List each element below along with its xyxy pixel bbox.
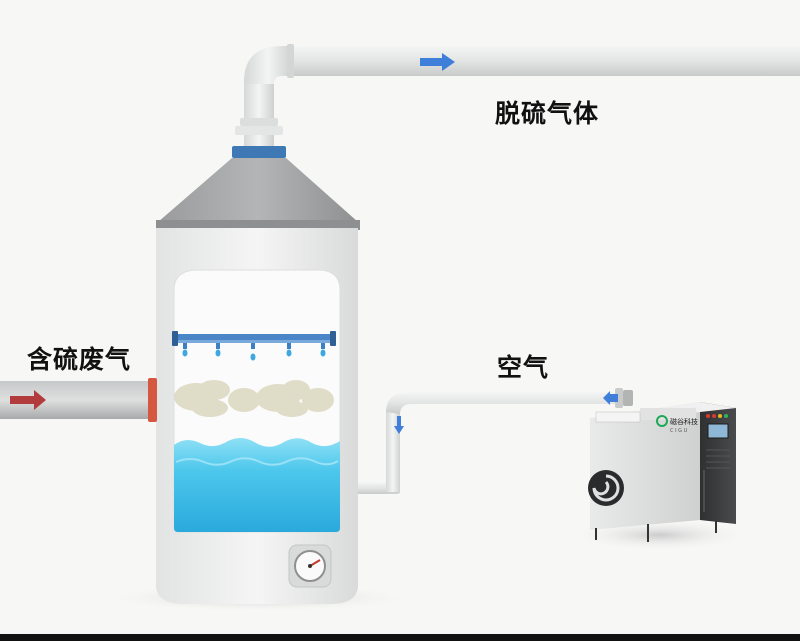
device-touchscreen (707, 423, 729, 439)
exhaust-gas-cloud (174, 380, 334, 417)
device-nameplate (595, 411, 641, 423)
air-flow-arrow-left (603, 391, 618, 405)
device-logo-icon (656, 415, 668, 427)
device-vents (706, 449, 730, 469)
tower-hood-rim (156, 220, 360, 230)
spray-header (172, 331, 336, 346)
spray-nozzles (183, 343, 325, 349)
device-brand-sub: C I G U (670, 428, 688, 434)
spray-droplets (182, 349, 326, 361)
sulfur-exhaust-label: 含硫废气 (27, 345, 132, 374)
scrubber-liquid (174, 437, 340, 532)
bottom-border (0, 634, 800, 641)
device-indicator-lights (706, 414, 728, 418)
device-swirl-icon (588, 470, 624, 506)
air-pipe (358, 388, 633, 494)
pressure-gauge-icon (288, 544, 332, 588)
air-label: 空气 (497, 353, 550, 382)
outlet-pipe (232, 44, 800, 158)
inlet-flow-arrow (10, 390, 46, 410)
blower-device: 磁谷科技 C I G U (588, 402, 736, 542)
air-flow-arrow-down (394, 416, 404, 434)
outlet-flow-arrow (420, 53, 455, 71)
tower-hood (158, 158, 358, 222)
device-brand: 磁谷科技 (670, 417, 698, 426)
desulfurized-gas-label: 脱硫气体 (495, 99, 600, 128)
water-ripple (175, 457, 339, 466)
